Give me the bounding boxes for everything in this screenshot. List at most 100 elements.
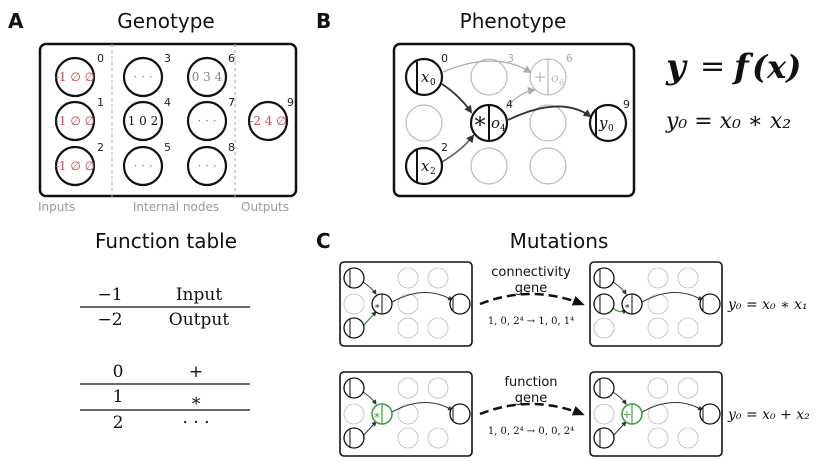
svg-text:∗: ∗: [624, 302, 630, 312]
node-6-out: o: [551, 71, 559, 86]
edge-4-9: [507, 105, 592, 121]
svg-text:∗: ∗: [374, 302, 380, 312]
node-8-index: 8: [228, 141, 235, 154]
mini-graph-conn-before: ∗: [339, 261, 473, 347]
node-0-genes: -1 ∅ ∅: [55, 70, 95, 84]
genotype-node-5: · · · 5: [122, 141, 171, 187]
function-table-title: Function table: [95, 229, 237, 253]
ft-name-output: Output: [169, 310, 230, 330]
node-9-index: 9: [287, 96, 294, 109]
node-5-index: 5: [164, 141, 171, 154]
eq-main-f: f: [732, 47, 754, 87]
equation-mut-conn: y₀ = x₀ ∗ x₁: [727, 297, 808, 313]
o4-sub: 4: [500, 124, 506, 134]
node-0-index: 0: [97, 52, 104, 65]
equation-y0: y₀ = x₀ ∗ x₂: [665, 109, 791, 134]
ft-name-input: Input: [176, 285, 222, 305]
edge-2-4: [441, 134, 475, 163]
ph-node-x2: x 2 2: [404, 141, 448, 186]
inactive-node-8: [529, 147, 567, 185]
main-equation: y = f (x): [665, 47, 801, 87]
svg-text:+: +: [622, 408, 631, 421]
node-1-genes: -1 ∅ ∅: [55, 114, 95, 128]
node-7-index: 7: [228, 96, 235, 109]
node-6-out-sub: 6: [559, 78, 564, 87]
mutation-function: function gene 1, 0, 2⁴ → 0, 0, 2⁴: [479, 375, 585, 437]
conn-label-1: connectivity: [491, 265, 571, 280]
genotype-node-0: -1 ∅ ∅ 0: [55, 52, 104, 98]
node-5-genes: · · ·: [133, 159, 152, 173]
inactive-node-1: [405, 104, 443, 142]
genotype-node-9: -2 4 ∅ 9: [247, 96, 294, 142]
edge-0-6: [442, 60, 532, 74]
func-change: 1, 0, 2⁴ → 0, 0, 2⁴: [488, 426, 574, 437]
node-7-genes: · · ·: [197, 114, 216, 128]
ph-node-x0: x 0 0: [404, 52, 448, 97]
genotype-nodes: -1 ∅ ∅ 0 -1 ∅ ∅ 1 -1 ∅ ∅ 2 · · · 3 1 0 2…: [55, 52, 294, 187]
edge-0-4: [441, 83, 473, 114]
node-3-index: 3: [164, 52, 171, 65]
mini-graph-func-before: ∗: [339, 371, 473, 457]
internal-nodes-label: Internal nodes: [133, 200, 219, 214]
ph-index-2: 2: [441, 141, 448, 154]
eq-main-x: (x): [752, 48, 801, 86]
ft-code-0: 0: [113, 362, 124, 382]
ft-code-1: 1: [113, 387, 124, 407]
node-2-genes: -1 ∅ ∅: [55, 159, 95, 173]
genotype-node-7: · · · 7: [186, 96, 235, 142]
node-6-op: +: [533, 67, 546, 86]
x2-label: x: [421, 157, 430, 175]
genotype-title: Genotype: [117, 9, 214, 33]
ph-index-3: 3: [507, 52, 514, 65]
eq-main-y: y: [665, 47, 688, 87]
panel-c-letter: C: [316, 229, 331, 253]
ph-index-9: 9: [623, 98, 630, 111]
x0-sub: 0: [430, 78, 436, 88]
x0-label: x: [421, 68, 430, 86]
ft-code-2: 2: [113, 413, 124, 433]
ph-index-6: 6: [566, 52, 573, 65]
ph-node-o4: * o 4 4: [469, 98, 513, 143]
node-2-index: 2: [97, 141, 104, 154]
panel-b-letter: B: [316, 9, 331, 33]
genotype-node-6: 0 3 4 6: [186, 52, 235, 98]
ft-name-2: · · ·: [182, 413, 209, 433]
ft-name-0: +: [189, 362, 203, 382]
o4-label: o: [491, 114, 500, 132]
node-6-genes: 0 3 4: [192, 70, 223, 84]
genotype-box: [38, 42, 298, 198]
node-6-index: 6: [228, 52, 235, 65]
inactive-node-5: [470, 147, 508, 185]
genotype-node-4: 1 0 2 4: [122, 96, 171, 142]
func-label-2: gene: [515, 391, 548, 406]
phenotype-title: Phenotype: [460, 9, 567, 33]
function-table: −1 Input −2 Output 0 + 1 ∗ 2 · · ·: [80, 285, 250, 433]
genotype-node-8: · · · 8: [186, 141, 235, 187]
y0-label: y: [598, 114, 608, 132]
inputs-label: Inputs: [38, 200, 75, 214]
genotype-node-2: -1 ∅ ∅ 2: [55, 141, 104, 187]
mini-graph-conn-after: ∗: [589, 261, 723, 347]
edge-4-6: [505, 86, 536, 109]
svg-text:∗: ∗: [373, 408, 381, 422]
ft-code-input: −1: [97, 285, 122, 305]
eq-main-equals: =: [700, 49, 725, 84]
x2-sub: 2: [430, 167, 436, 177]
outputs-label: Outputs: [241, 200, 289, 214]
mutation-connectivity: connectivity gene 1, 0, 2⁴ → 1, 0, 1⁴: [479, 265, 585, 327]
panel-a-letter: A: [8, 9, 24, 33]
ph-index-0: 0: [441, 52, 448, 65]
node-1-index: 1: [97, 96, 104, 109]
node-9-genes: -2 4 ∅: [249, 114, 286, 128]
conn-change: 1, 0, 2⁴ → 1, 0, 1⁴: [488, 316, 574, 327]
mini-graph-func-after: +: [589, 371, 723, 457]
genotype-node-1: -1 ∅ ∅ 1: [55, 96, 104, 142]
node-8-genes: · · ·: [197, 159, 216, 173]
node-4-genes: 1 0 2: [128, 114, 159, 128]
y0-sub: 0: [608, 124, 614, 134]
ph-index-4: 4: [506, 98, 513, 111]
phenotype-box: [392, 42, 636, 198]
ft-name-1: ∗: [190, 391, 202, 411]
inactive-node-3: [470, 58, 508, 96]
